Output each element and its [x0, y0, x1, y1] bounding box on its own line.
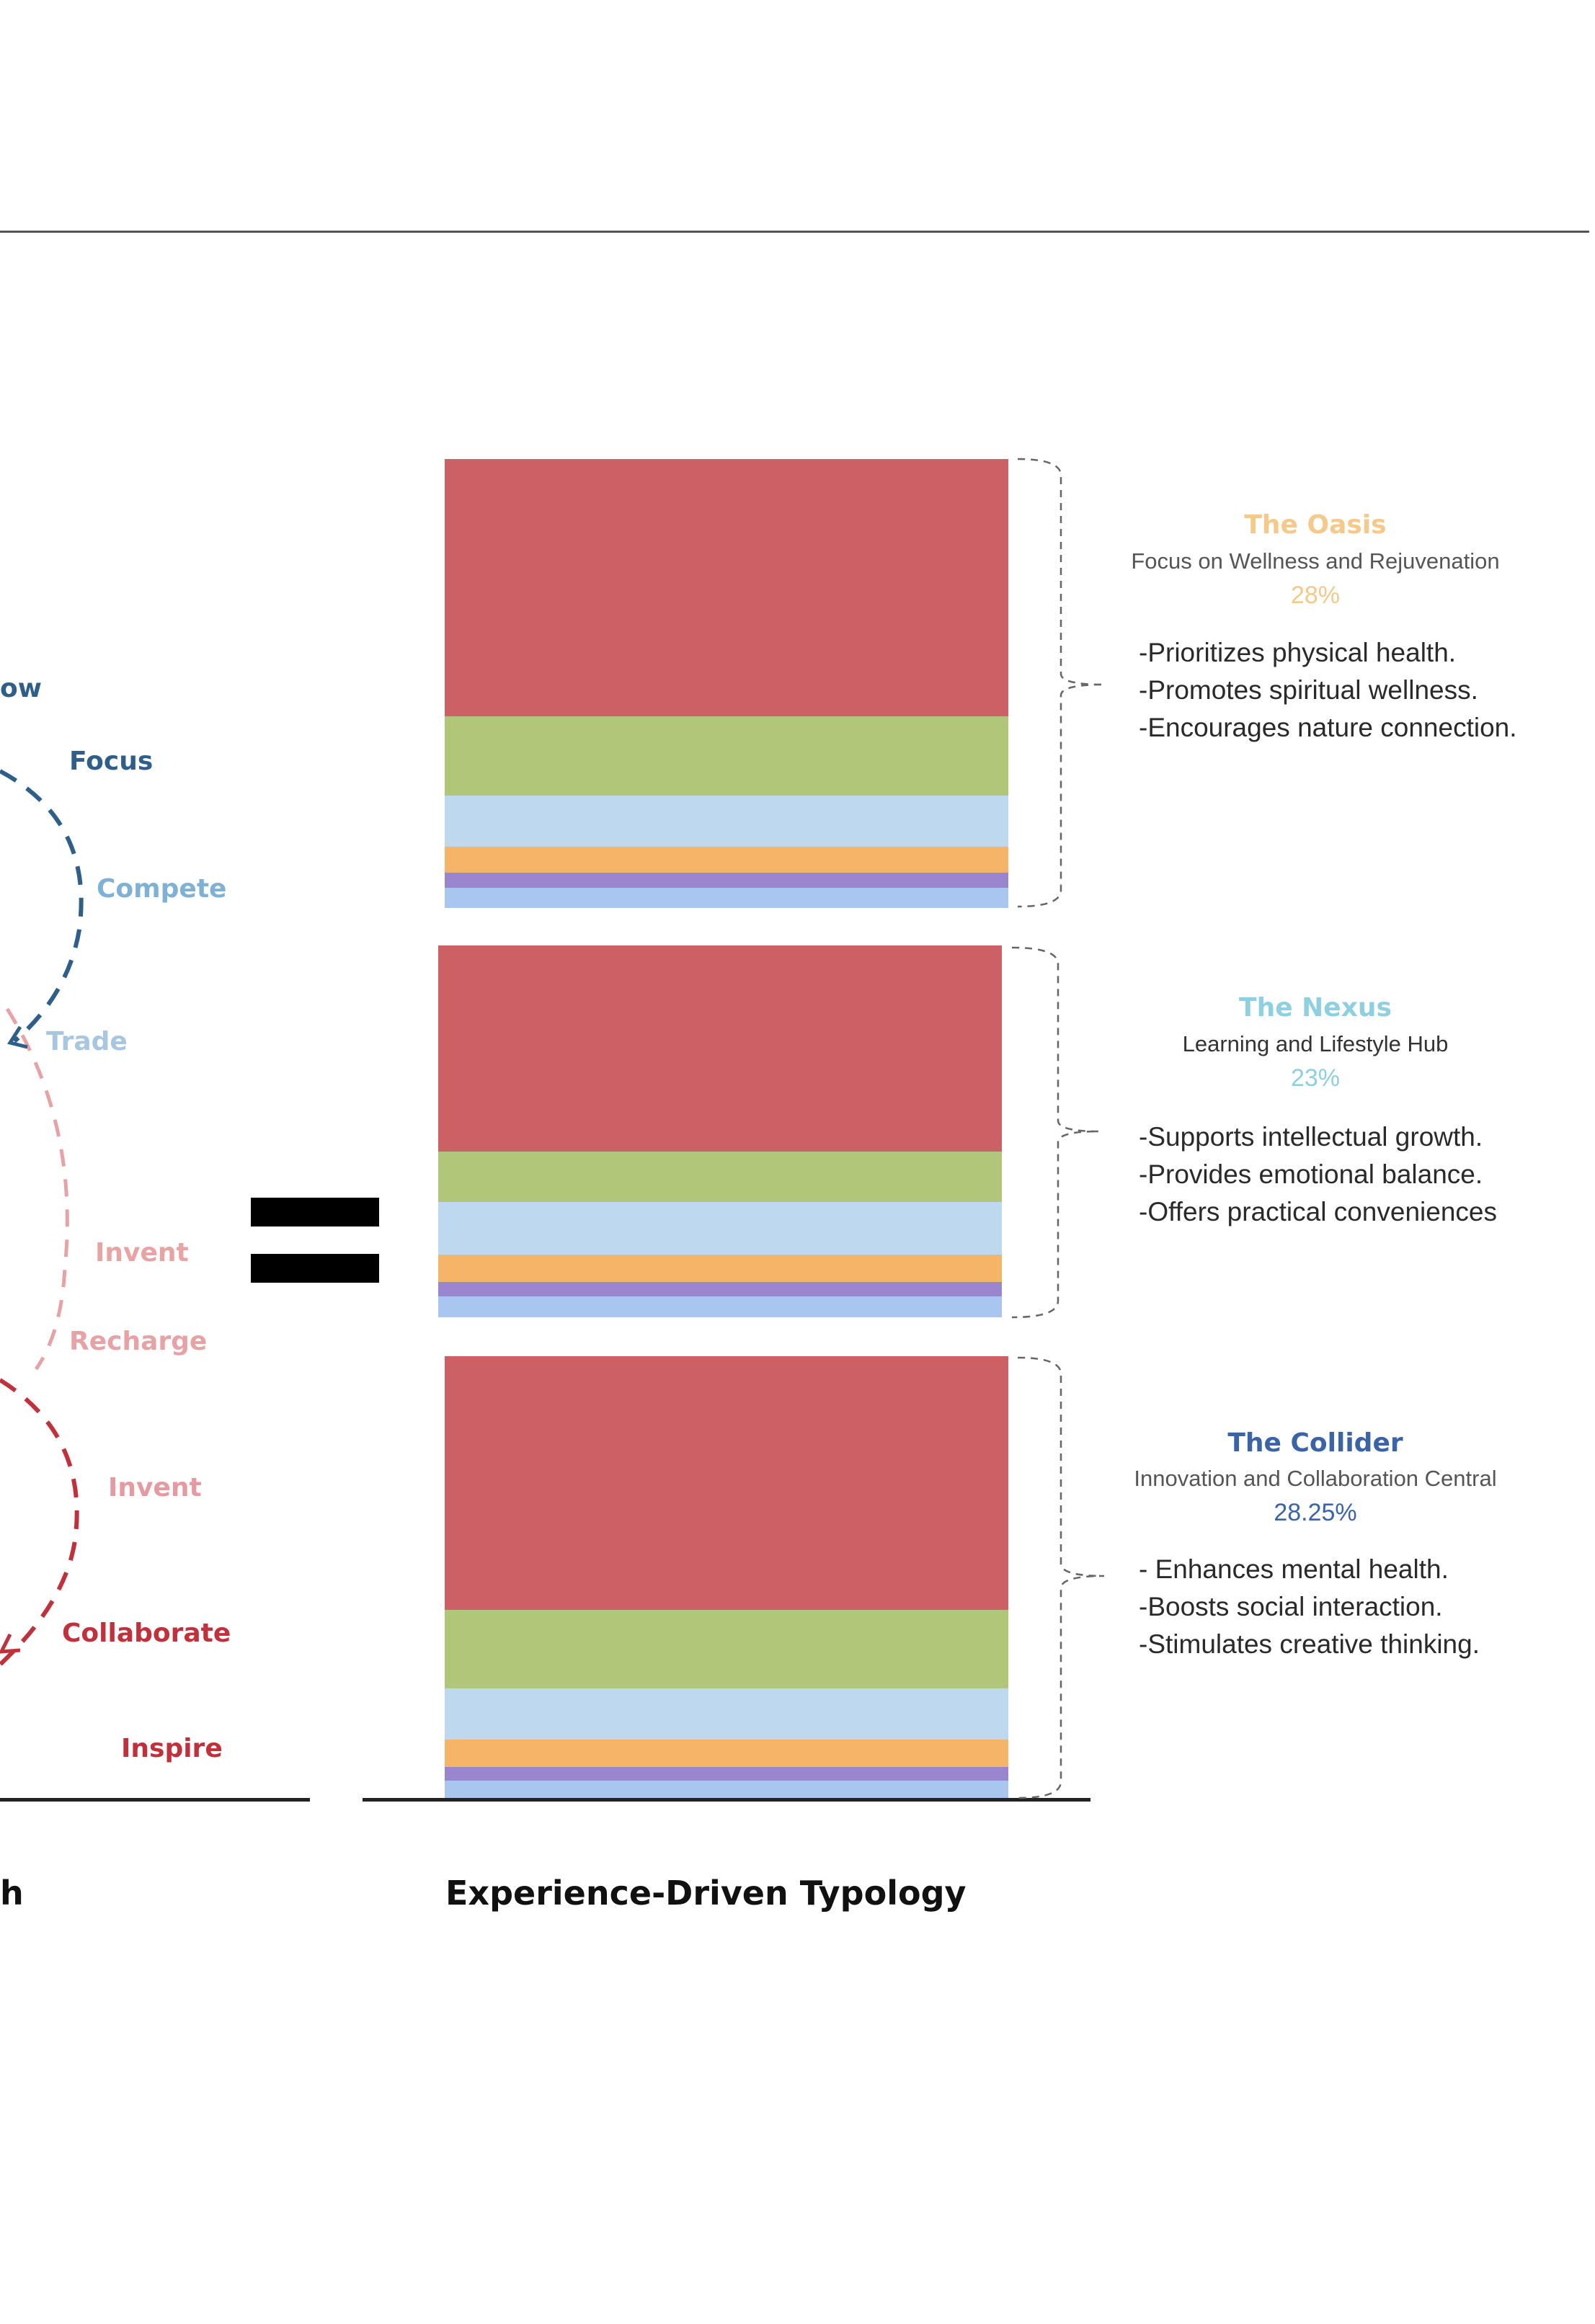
segment-green	[445, 716, 1008, 796]
nexus-title: The Nexus	[1239, 993, 1392, 1023]
label-recharge: Recharge	[69, 1327, 208, 1356]
partial-top-label: ow	[0, 674, 42, 703]
label-collaborate: Collaborate	[62, 1619, 231, 1648]
bullet: -Supports intellectual growth.	[1139, 1122, 1483, 1152]
segment-purple	[445, 873, 1008, 888]
bullet: -Promotes spiritual wellness.	[1139, 675, 1478, 705]
segment-green	[438, 1152, 1002, 1202]
segment-red	[445, 1356, 1008, 1610]
top-divider	[0, 231, 1589, 233]
segment-purple	[445, 1767, 1008, 1781]
segment-green	[445, 1610, 1008, 1688]
collider-bullets: - Enhances mental health. -Boosts social…	[1139, 1551, 1480, 1663]
typology-caption: Experience-Driven Typology	[445, 1874, 967, 1913]
partial-left-caption: h	[0, 1874, 24, 1913]
bullet: -Prioritizes physical health.	[1139, 638, 1457, 667]
bullet: -Offers practical conveniences	[1139, 1197, 1497, 1226]
brace-nexus	[1011, 946, 1100, 1319]
oasis-percent: 28%	[1290, 582, 1341, 609]
right-baseline	[363, 1798, 1090, 1802]
label-trade: Trade	[46, 1027, 128, 1056]
brace-collider	[1017, 1356, 1105, 1799]
label-focus: Focus	[69, 747, 154, 776]
equals-sign-bottom	[251, 1254, 379, 1283]
segment-orange	[438, 1255, 1002, 1282]
segment-periwinkle	[445, 888, 1008, 908]
segment-orange	[445, 1740, 1008, 1767]
nexus-bullets: -Supports intellectual growth. -Provides…	[1139, 1118, 1497, 1231]
oasis-bullets: -Prioritizes physical health. -Promotes …	[1139, 634, 1517, 747]
label-invent-upper: Invent	[95, 1238, 189, 1268]
bullet: - Enhances mental health.	[1139, 1554, 1449, 1584]
collider-subtitle: Innovation and Collaboration Central	[1134, 1466, 1497, 1491]
segment-periwinkle	[438, 1296, 1002, 1317]
segment-light-blue	[438, 1202, 1002, 1255]
bullet: -Provides emotional balance.	[1139, 1159, 1483, 1189]
bar-nexus	[438, 945, 1002, 1317]
collaborate-arrow-icon	[0, 1633, 21, 1654]
oasis-subtitle: Focus on Wellness and Rejuvenation	[1131, 548, 1500, 574]
label-inspire: Inspire	[121, 1734, 223, 1763]
bar-collider	[445, 1356, 1008, 1798]
segment-red	[445, 459, 1008, 716]
nexus-subtitle: Learning and Lifestyle Hub	[1182, 1031, 1449, 1056]
brace-oasis	[1017, 458, 1105, 908]
segment-periwinkle	[445, 1781, 1008, 1798]
label-invent-lower: Invent	[108, 1473, 202, 1502]
bullet: -Boosts social interaction.	[1139, 1592, 1443, 1621]
left-baseline	[0, 1798, 310, 1802]
collider-percent: 28.25%	[1274, 1499, 1357, 1526]
bullet: -Stimulates creative thinking.	[1139, 1629, 1480, 1659]
label-compete: Compete	[97, 874, 227, 904]
segment-red	[438, 945, 1002, 1152]
segment-light-blue	[445, 796, 1008, 847]
bar-oasis	[445, 459, 1008, 908]
trade-arrow-icon	[7, 1025, 28, 1049]
pink-loop	[5, 1007, 69, 1371]
segment-purple	[438, 1282, 1002, 1296]
nexus-percent: 23%	[1290, 1064, 1341, 1092]
segment-orange	[445, 847, 1008, 873]
bullet: -Encourages nature connection.	[1139, 713, 1517, 742]
collider-title: The Collider	[1227, 1428, 1403, 1458]
segment-light-blue	[445, 1688, 1008, 1740]
equals-sign-top	[251, 1198, 379, 1226]
oasis-title: The Oasis	[1244, 510, 1387, 540]
